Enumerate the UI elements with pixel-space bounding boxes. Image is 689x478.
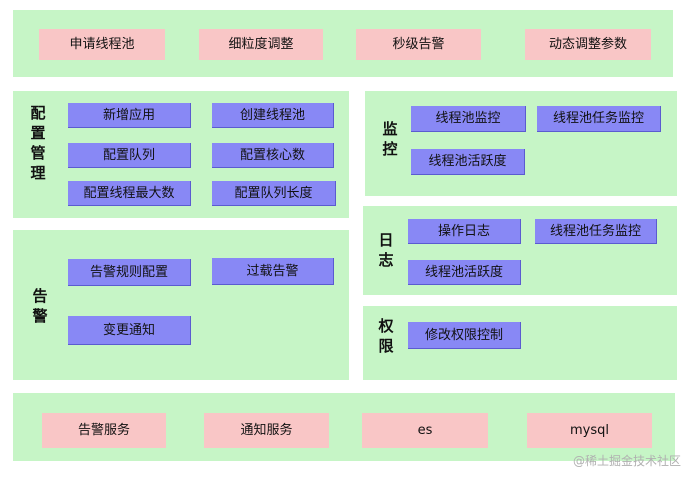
alert-label: 告警 <box>32 287 48 325</box>
monitor-panel: 监控 线程池监控 线程池任务监控 线程池活跃度 <box>365 91 677 196</box>
config-item-queue-length: 配置队列长度 <box>212 181 336 206</box>
bottom-item-alert-service: 告警服务 <box>42 413 166 448</box>
permission-item-modify-control: 修改权限控制 <box>408 322 521 349</box>
watermark: @稀土掘金技术社区 <box>572 454 681 468</box>
log-item-activity: 线程池活跃度 <box>408 260 521 285</box>
config-item-create-pool: 创建线程池 <box>212 103 334 128</box>
bottom-item-mysql: mysql <box>527 413 652 448</box>
monitor-item-task-monitor: 线程池任务监控 <box>537 106 661 132</box>
log-item-operation-log: 操作日志 <box>408 219 521 244</box>
log-label: 日志 <box>378 231 394 269</box>
config-panel: 配置管理 新增应用 创建线程池 配置队列 配置核心数 配置线程最大数 配置队列长… <box>13 91 349 218</box>
monitor-item-activity: 线程池活跃度 <box>411 149 525 175</box>
alert-item-change-notify: 变更通知 <box>68 316 191 345</box>
monitor-label: 监控 <box>382 120 398 158</box>
monitor-item-pool-monitor: 线程池监控 <box>411 106 526 132</box>
top-panel: 申请线程池 细粒度调整 秒级告警 动态调整参数 <box>13 10 673 77</box>
config-item-core-size: 配置核心数 <box>212 143 334 168</box>
permission-label: 权限 <box>378 317 394 355</box>
log-panel: 日志 操作日志 线程池任务监控 线程池活跃度 <box>363 206 677 295</box>
top-item-second-alert: 秒级告警 <box>356 29 481 60</box>
top-item-dynamic-params: 动态调整参数 <box>525 29 651 60</box>
top-item-apply-pool: 申请线程池 <box>39 29 165 60</box>
bottom-panel: 告警服务 通知服务 es mysql <box>13 393 675 461</box>
permission-panel: 权限 修改权限控制 <box>363 306 677 380</box>
alert-item-overload: 过载告警 <box>212 258 334 285</box>
bottom-item-es: es <box>362 413 488 448</box>
bottom-item-notify-service: 通知服务 <box>204 413 329 448</box>
config-item-queue: 配置队列 <box>68 143 191 168</box>
alert-panel: 告警 告警规则配置 过载告警 变更通知 <box>13 230 349 380</box>
top-item-fine-grained: 细粒度调整 <box>199 29 323 60</box>
config-item-add-app: 新增应用 <box>68 103 191 128</box>
config-label: 配置管理 <box>30 104 46 182</box>
config-item-max-threads: 配置线程最大数 <box>68 181 191 206</box>
alert-item-rule-config: 告警规则配置 <box>68 259 191 286</box>
log-item-task-monitor: 线程池任务监控 <box>535 219 657 244</box>
